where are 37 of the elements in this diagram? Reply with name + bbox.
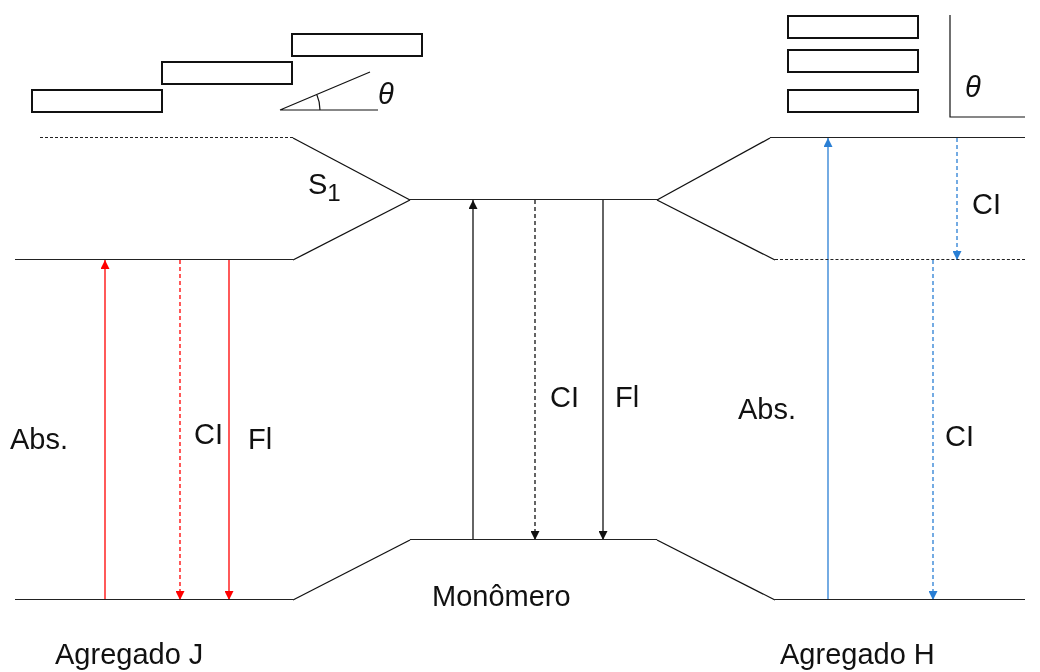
transition-arrow <box>928 259 938 601</box>
energy-level-line <box>775 599 1025 600</box>
connector-line <box>656 137 771 201</box>
connector-line <box>292 539 411 601</box>
transition-arrow <box>530 199 540 541</box>
energy-level-line <box>15 259 293 260</box>
transition-label: CI <box>550 383 579 412</box>
connector-line <box>656 199 776 261</box>
energy-level-line <box>15 599 293 600</box>
transition-label: Abs. <box>738 395 797 424</box>
energy-level-line <box>770 137 1025 138</box>
transition-arrow <box>100 259 110 601</box>
connector-line <box>656 539 776 601</box>
transition-label: Fl <box>615 383 640 412</box>
angle-label: θ <box>965 73 981 102</box>
transition-label: Abs. <box>10 425 69 454</box>
species-label: Monômero <box>432 582 571 611</box>
energy-level-line <box>410 199 657 200</box>
state-label: S$_{1}$ <box>308 170 341 205</box>
energy-level-line <box>410 539 657 540</box>
transition-arrow <box>224 259 234 601</box>
transition-arrow <box>952 137 962 261</box>
transition-arrow <box>823 137 833 601</box>
transition-label: CI <box>945 422 974 451</box>
transition-arrow <box>598 199 608 541</box>
transition-label: CI <box>972 190 1001 219</box>
transition-label: Fl <box>248 425 273 454</box>
connector-line <box>292 137 411 201</box>
energy-level-line <box>775 259 1025 260</box>
angle-label: θ <box>378 80 394 109</box>
connector-line <box>292 199 411 261</box>
species-label: Agregado H <box>780 640 935 669</box>
transition-label: CI <box>194 420 223 449</box>
species-label: Agregado J <box>55 640 204 669</box>
energy-level-line <box>40 137 293 138</box>
transition-arrow <box>175 259 185 601</box>
transition-arrow <box>468 199 478 541</box>
